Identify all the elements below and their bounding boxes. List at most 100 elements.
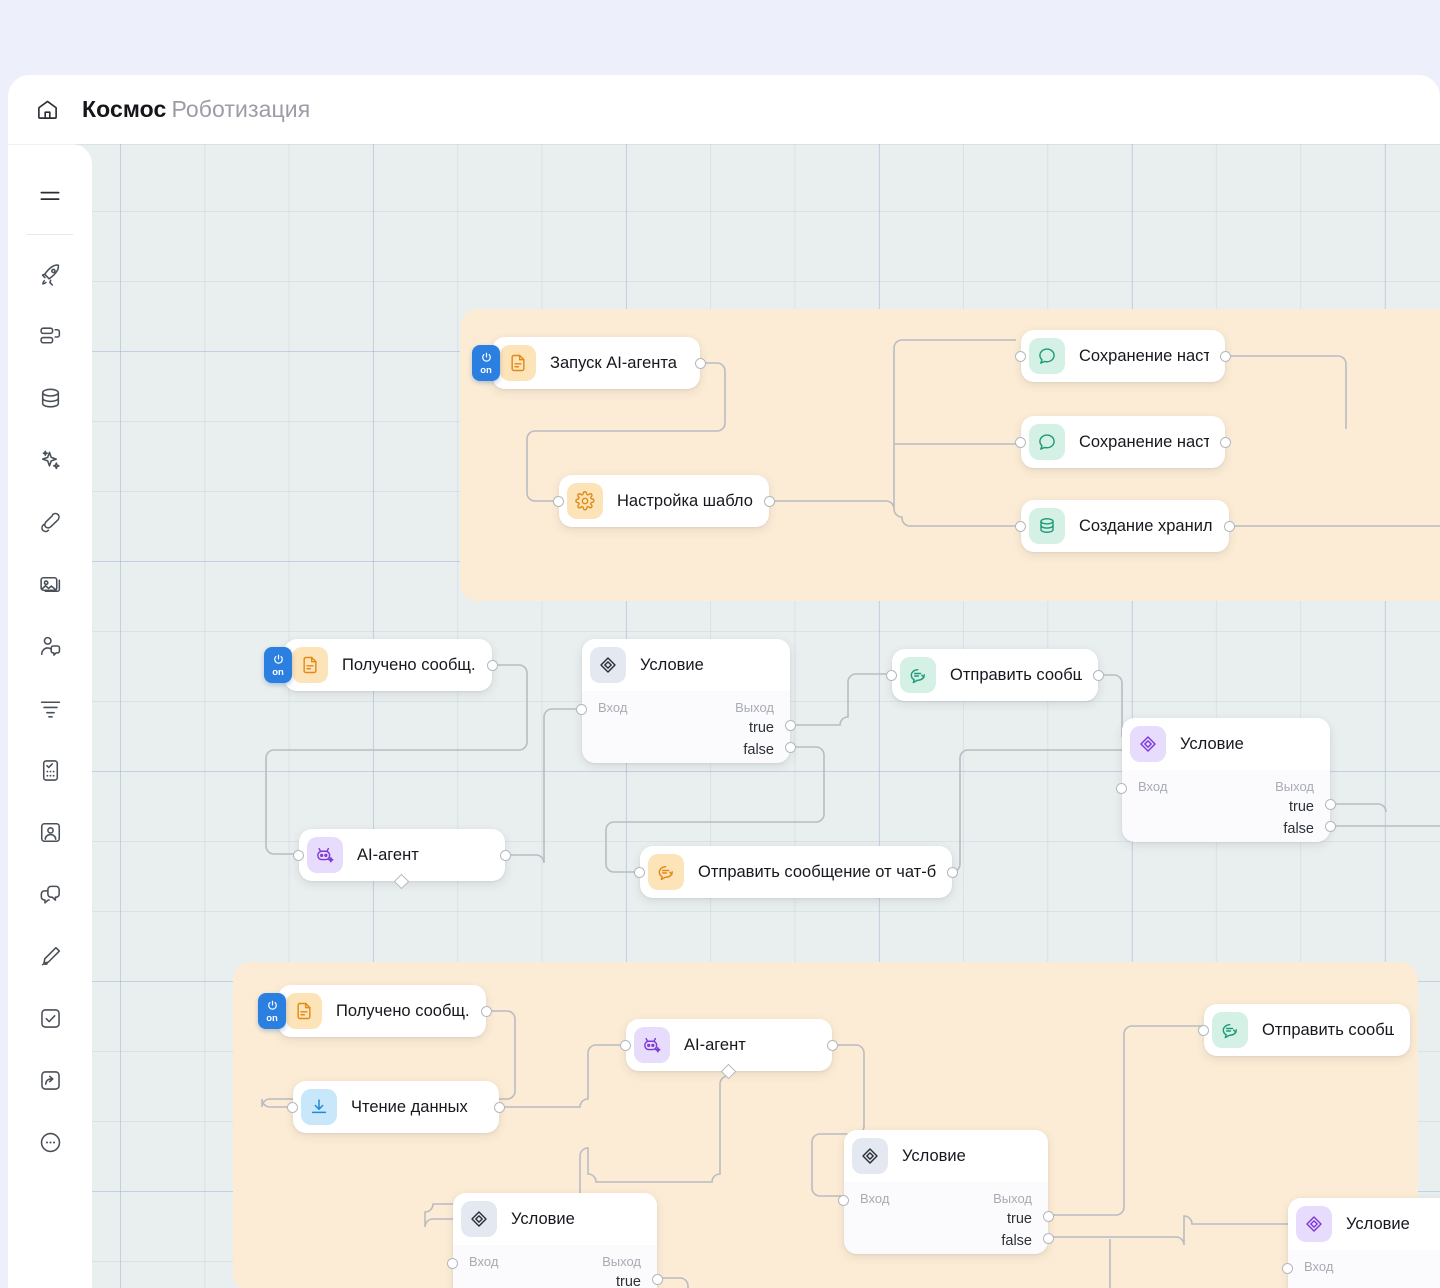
robot-icon [634, 1027, 670, 1063]
layers-icon[interactable] [8, 305, 92, 367]
input-port[interactable] [287, 1102, 298, 1113]
image-card-icon[interactable] [8, 553, 92, 615]
node-action-save-settings-2[interactable]: Сохранение наст... [1015, 416, 1231, 468]
diamond-icon [852, 1138, 888, 1174]
node-condition-2[interactable]: Условие Вход Выход true false [1116, 718, 1336, 842]
node-condition-3[interactable]: Условие Вход Выход true false [447, 1193, 663, 1288]
node-condition-1[interactable]: Условие Вход Выход true false [576, 639, 796, 763]
input-port[interactable] [886, 670, 897, 681]
chat-bubbles-icon[interactable] [8, 863, 92, 925]
output-port[interactable] [1220, 437, 1231, 448]
sidebar-divider [27, 234, 73, 235]
input-port[interactable] [634, 867, 645, 878]
title-bold: Космос [82, 96, 167, 122]
input-port[interactable] [553, 496, 564, 507]
output-port-true[interactable] [652, 1274, 663, 1285]
user-chat-icon[interactable] [8, 615, 92, 677]
input-port[interactable] [1198, 1025, 1209, 1036]
link-icon[interactable] [8, 491, 92, 553]
input-port[interactable] [576, 704, 587, 715]
more-icon[interactable] [8, 1111, 92, 1173]
input-port[interactable] [1282, 1263, 1293, 1274]
share-icon[interactable] [8, 1049, 92, 1111]
on-badge-label: on [266, 1012, 278, 1024]
node-condition-5[interactable]: Условие Вход [1282, 1198, 1440, 1288]
on-badge-label: on [480, 364, 492, 376]
node-ai-agent-2[interactable]: AI-агент [620, 1019, 838, 1080]
output-port[interactable] [695, 358, 706, 369]
output-port[interactable] [947, 867, 958, 878]
output-port-false[interactable] [785, 742, 796, 753]
output-true-label: true [1007, 1211, 1032, 1227]
input-port[interactable] [293, 850, 304, 861]
node-action-send-message-2[interactable]: Отправить сообщ... [1198, 1004, 1410, 1056]
node-condition-4[interactable]: Условие Вход Выход true false [838, 1130, 1054, 1254]
output-port[interactable] [487, 660, 498, 671]
gear-icon [567, 483, 603, 519]
input-port[interactable] [447, 1258, 458, 1269]
output-port-true[interactable] [1043, 1211, 1054, 1222]
node-trigger-message-received-2[interactable]: on Получено сообщ... [258, 985, 492, 1037]
filter-icon[interactable] [8, 677, 92, 739]
node-ai-agent-1[interactable]: AI-агент [293, 829, 511, 890]
output-port-true[interactable] [1325, 799, 1336, 810]
node-title: Условие [902, 1146, 966, 1165]
output-label: Выход [602, 1254, 641, 1269]
node-action-send-message-1[interactable]: Отправить сообщ... [886, 649, 1104, 701]
node-title: Условие [640, 655, 704, 674]
input-port[interactable] [1015, 437, 1026, 448]
node-title: Сохранение наст... [1079, 346, 1209, 365]
calculator-icon[interactable] [8, 739, 92, 801]
node-enabled-toggle[interactable]: on [258, 993, 286, 1029]
node-action-send-chatbot-message[interactable]: Отправить сообщение от чат-бота [634, 846, 958, 898]
sidebar[interactable] [8, 144, 92, 1288]
output-port-true[interactable] [785, 720, 796, 731]
input-label: Вход [598, 700, 628, 715]
output-port-false[interactable] [1325, 821, 1336, 832]
download-icon [301, 1089, 337, 1125]
node-enabled-toggle[interactable]: on [264, 647, 292, 683]
output-label: Выход [1275, 779, 1314, 794]
diamond-icon [461, 1201, 497, 1237]
node-enabled-toggle[interactable]: on [472, 345, 500, 381]
pen-icon[interactable] [8, 925, 92, 987]
id-card-icon[interactable] [8, 801, 92, 863]
chat-bubble-icon [1029, 338, 1065, 374]
input-port[interactable] [1015, 351, 1026, 362]
input-port[interactable] [1015, 521, 1026, 532]
node-title: Отправить сообщ... [950, 665, 1082, 684]
robot-icon [307, 837, 343, 873]
node-trigger-start-ai-agent[interactable]: on Запуск AI-агента [472, 337, 706, 389]
workflow-canvas[interactable]: on Запуск AI-агента Настройка шабло... [8, 144, 1440, 1288]
output-port[interactable] [1224, 521, 1235, 532]
node-trigger-message-received-1[interactable]: on Получено сообщ... [264, 639, 498, 691]
hamburger-menu-icon[interactable] [8, 166, 92, 228]
input-port[interactable] [1116, 783, 1127, 794]
output-port-false[interactable] [1043, 1233, 1054, 1244]
output-label: Выход [993, 1191, 1032, 1206]
input-port[interactable] [838, 1195, 849, 1206]
output-port[interactable] [500, 850, 511, 861]
database-icon [1029, 508, 1065, 544]
node-action-create-storage[interactable]: Создание хранил... [1015, 500, 1235, 552]
node-action-read-data[interactable]: Чтение данных [287, 1081, 505, 1133]
output-port[interactable] [827, 1040, 838, 1051]
node-action-configure-template[interactable]: Настройка шабло... [553, 475, 775, 527]
output-true-label: true [749, 720, 774, 736]
output-port[interactable] [764, 496, 775, 507]
output-port[interactable] [481, 1006, 492, 1017]
document-icon [500, 345, 536, 381]
sparkles-icon[interactable] [8, 429, 92, 491]
chat-bubble-icon [1029, 424, 1065, 460]
output-port[interactable] [1220, 351, 1231, 362]
rocket-icon[interactable] [8, 243, 92, 305]
output-port[interactable] [494, 1102, 505, 1113]
home-icon[interactable] [30, 93, 64, 127]
node-title: Сохранение наст... [1079, 432, 1209, 451]
send-message-icon [900, 657, 936, 693]
checkbox-icon[interactable] [8, 987, 92, 1049]
output-port[interactable] [1093, 670, 1104, 681]
input-port[interactable] [620, 1040, 631, 1051]
node-action-save-settings-1[interactable]: Сохранение наст... [1015, 330, 1231, 382]
database-icon[interactable] [8, 367, 92, 429]
